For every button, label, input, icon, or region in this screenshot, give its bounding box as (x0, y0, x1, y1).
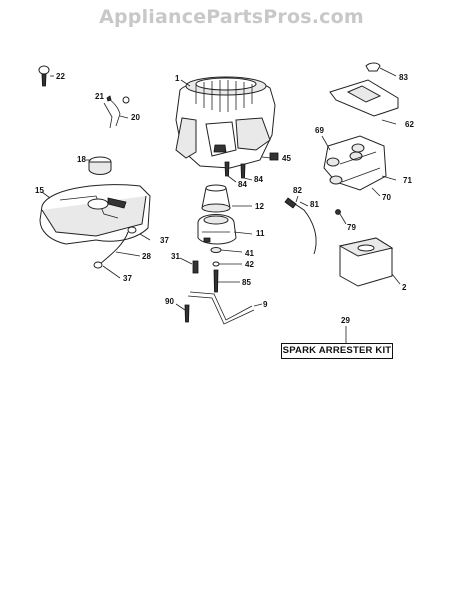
part-2-muffler[interactable] (338, 237, 394, 287)
callout-45: 45 (282, 154, 291, 163)
callout-29: 29 (341, 316, 350, 325)
callout-81: 81 (310, 200, 319, 209)
callout-37b: 37 (123, 274, 132, 283)
leader-1 (180, 79, 191, 87)
part-9-rod[interactable] (187, 291, 255, 325)
callout-18: 18 (77, 155, 86, 164)
callout-82: 82 (293, 186, 302, 195)
callout-2: 2 (402, 283, 407, 292)
callout-22: 22 (56, 72, 65, 81)
part-62-heat-shield[interactable] (329, 79, 399, 117)
part-79-gasket[interactable] (335, 209, 341, 215)
callout-84a: 84 (238, 180, 247, 189)
callout-1: 1 (175, 74, 180, 83)
part-18-gas-cap[interactable] (88, 156, 112, 175)
callout-71: 71 (403, 176, 412, 185)
part-20-21-switch-harness[interactable] (103, 95, 130, 129)
leader-lines (41, 67, 401, 343)
callout-79: 79 (347, 223, 356, 232)
part-11-clutch[interactable] (197, 214, 237, 245)
spark-arrester-kit-label[interactable]: SPARK ARRESTER KIT (281, 343, 393, 359)
callout-21: 21 (95, 92, 104, 101)
callout-11: 11 (256, 229, 265, 238)
callout-84b: 84 (254, 175, 263, 184)
part-31-bracket[interactable] (192, 260, 199, 274)
callout-37a: 37 (160, 236, 169, 245)
part-83-clip[interactable] (365, 62, 381, 72)
callout-41: 41 (245, 249, 254, 258)
callout-9: 9 (263, 300, 268, 309)
part-1-engine[interactable] (175, 76, 276, 169)
part-15-fuel-tank[interactable] (39, 184, 151, 245)
watermark-text: AppliancePartsPros.com (99, 6, 364, 28)
callout-69: 69 (315, 126, 324, 135)
part-12-pulley[interactable] (201, 184, 231, 213)
part-90-bolt[interactable] (184, 304, 190, 323)
part-81-82-exhaust-pipe[interactable] (284, 197, 317, 255)
part-41-42-washers[interactable] (210, 247, 222, 267)
callout-31: 31 (171, 252, 180, 261)
callout-83: 83 (399, 73, 408, 82)
part-28-37-fuel-line[interactable] (93, 226, 137, 269)
callout-12: 12 (255, 202, 264, 211)
callout-20: 20 (131, 113, 140, 122)
callout-15: 15 (35, 186, 44, 195)
callout-62: 62 (405, 120, 414, 129)
callout-28: 28 (142, 252, 151, 261)
callout-85: 85 (242, 278, 251, 287)
part-45-fitting[interactable] (269, 152, 279, 161)
part-22-dipstick[interactable] (38, 65, 50, 87)
callout-42: 42 (245, 260, 254, 269)
callout-90: 90 (165, 297, 174, 306)
callout-70: 70 (382, 193, 391, 202)
part-69-71-70-exhaust-pipes[interactable] (323, 135, 387, 191)
callout-labels: 22 1 83 21 20 62 69 45 18 84 84 71 15 12… (35, 72, 414, 325)
part-85-bolt[interactable] (213, 269, 219, 293)
